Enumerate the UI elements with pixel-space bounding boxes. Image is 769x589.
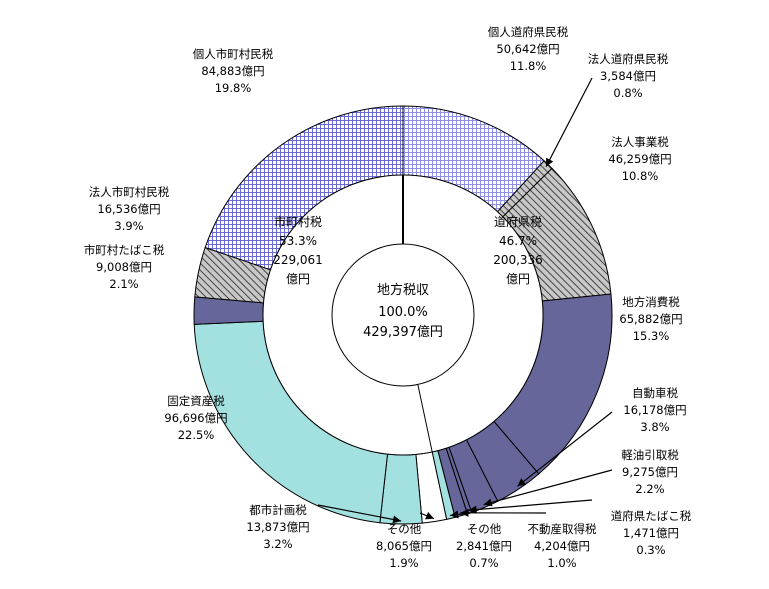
slice-6-label-1: 1,471億円 [623, 526, 679, 540]
slice-9-label-1: 8,065億円 [376, 539, 432, 553]
slice-6-label-2: 0.3% [636, 543, 665, 557]
slice-2-label-2: 10.8% [622, 169, 659, 183]
slice-13-label-2: 3.9% [114, 219, 143, 233]
slice-12-label-2: 2.1% [109, 277, 138, 291]
center-amount: 429,397億円 [363, 324, 443, 340]
slice-10-label-1: 13,873億円 [246, 520, 309, 534]
slice-11-label-0: 固定資産税 [167, 394, 225, 408]
slice-5-label-1: 9,275億円 [622, 465, 678, 479]
slice-3-label-0: 地方消費税 [622, 295, 680, 309]
center-percent: 100.0% [378, 305, 428, 320]
slice-14-label-0: 個人市町村民税 [193, 47, 274, 61]
slice-7-label-0: 不動産取得税 [528, 522, 597, 536]
slice-9-label-2: 1.9% [389, 556, 418, 570]
slice-2-label-1: 46,259億円 [608, 152, 671, 166]
inner-muni-line-2: 229,061 [273, 253, 323, 267]
slice-1-label-0: 法人道府県民税 [588, 52, 669, 66]
slice-14-label-2: 19.8% [215, 81, 252, 95]
slice-4-label-2: 3.8% [640, 420, 669, 434]
slice-0-label-2: 11.8% [510, 59, 547, 73]
slice-7-label-2: 1.0% [547, 556, 576, 570]
slice-9-label-0: その他 [387, 522, 422, 536]
slice-10-label-0: 都市計画税 [249, 503, 307, 517]
slice-3-label-2: 15.3% [633, 329, 670, 343]
slice-8-label-1: 2,841億円 [456, 539, 512, 553]
slice-1-label-2: 0.8% [613, 86, 642, 100]
slice-5-label-0: 軽油引取税 [621, 448, 679, 462]
slice-6-label-0: 道府県たばこ税 [611, 509, 692, 523]
slice-0-label-1: 50,642億円 [496, 42, 559, 56]
inner-pref-line-3: 億円 [506, 272, 530, 286]
inner-pref-line-2: 200,336 [493, 253, 543, 267]
slice-13-label-1: 16,536億円 [97, 202, 160, 216]
slice-8-label-0: その他 [467, 522, 502, 536]
inner-muni-line-1: 53.3% [279, 234, 317, 248]
inner-muni-line-3: 億円 [286, 272, 310, 286]
slice-0-label-0: 個人道府県民税 [488, 25, 569, 39]
inner-pref-line-0: 道府県税 [494, 214, 542, 229]
slice-11-label-2: 22.5% [178, 428, 215, 442]
slice-11-label-1: 96,696億円 [164, 411, 227, 425]
leader-line-1 [546, 78, 592, 167]
slice-3-label-1: 65,882億円 [619, 312, 682, 326]
slice-5-label-2: 2.2% [635, 482, 664, 496]
slice-7-label-1: 4,204億円 [534, 539, 590, 553]
slice-13-label-0: 法人市町村民税 [89, 185, 170, 199]
slice-1-label-1: 3,584億円 [600, 69, 656, 83]
slice-14-label-1: 84,883億円 [201, 64, 264, 78]
slice-8-label-2: 0.7% [469, 556, 498, 570]
slice-12-label-0: 市町村たばこ税 [84, 243, 165, 257]
center-label: 地方税収 [377, 282, 429, 298]
inner-pref-line-1: 46.7% [499, 234, 537, 248]
slice-10-label-2: 3.2% [263, 537, 292, 551]
slice-4-label-1: 16,178億円 [623, 403, 686, 417]
slice-2-label-0: 法人事業税 [611, 135, 669, 149]
slice-12-label-1: 9,008億円 [96, 260, 152, 274]
slice-4-label-0: 自動車税 [632, 386, 678, 400]
inner-muni-line-0: 市町村税 [274, 214, 322, 229]
